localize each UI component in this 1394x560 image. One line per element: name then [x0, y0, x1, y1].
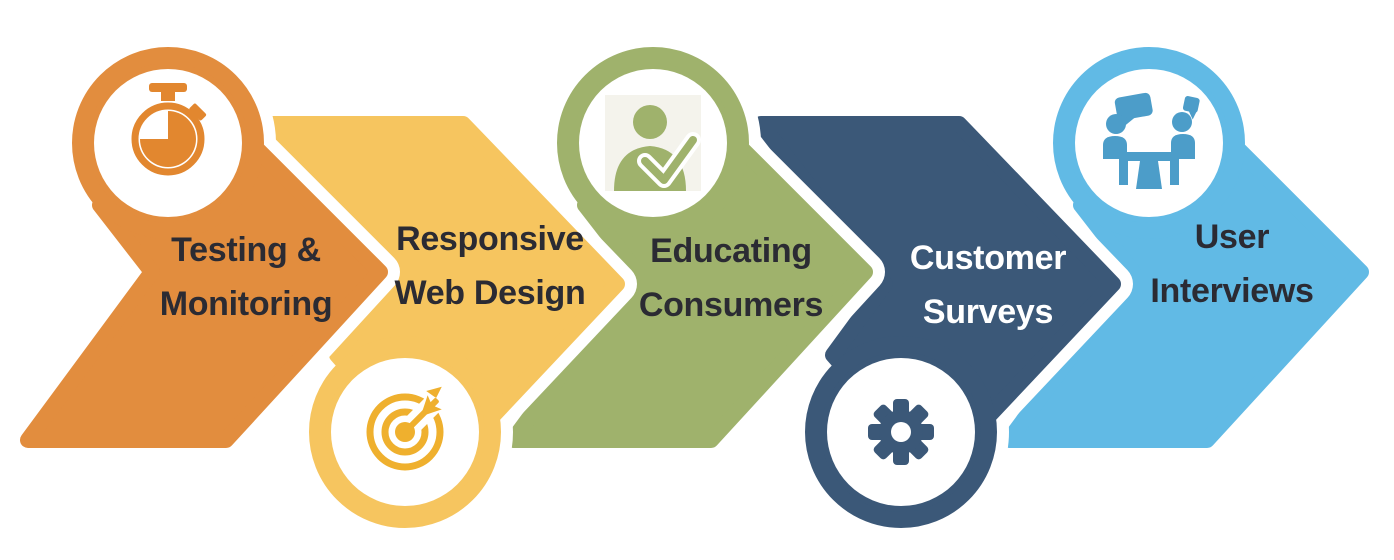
step-label-line: Monitoring	[159, 285, 333, 323]
target-icon	[366, 386, 450, 471]
step-label-responsive-web-design: Responsive Web Design	[395, 212, 586, 320]
step-label-line: Web Design	[394, 274, 586, 312]
chevron-educating-consumers	[493, 35, 885, 460]
step-label-testing-monitoring: Testing & Monitoring	[160, 223, 333, 331]
gear-icon	[868, 399, 934, 465]
step-label-line: Testing &	[171, 231, 321, 269]
step-label-line: Surveys	[922, 293, 1054, 331]
stopwatch-icon	[131, 83, 207, 176]
step-label-educating-consumers: Educating Consumers	[638, 224, 824, 332]
chevron-responsive-web-design	[245, 104, 637, 540]
step-label-line: User	[1194, 218, 1270, 256]
step-label-line: Responsive	[396, 220, 584, 258]
step-label-customer-surveys: Customer Surveys	[909, 231, 1067, 339]
step-label-line: Educating	[650, 232, 812, 270]
step-label-line: Customer	[909, 239, 1067, 277]
chevron-user-interviews	[989, 35, 1381, 460]
interview-icon	[1103, 92, 1200, 189]
step-label-user-interviews: User Interviews	[1150, 210, 1314, 318]
person-check-icon	[605, 95, 701, 191]
step-label-line: Consumers	[638, 286, 824, 324]
chevron-testing-monitoring	[8, 35, 400, 460]
chevron-customer-surveys	[741, 104, 1133, 540]
step-label-line: Interviews	[1150, 272, 1314, 310]
icon-circle	[1075, 69, 1223, 217]
